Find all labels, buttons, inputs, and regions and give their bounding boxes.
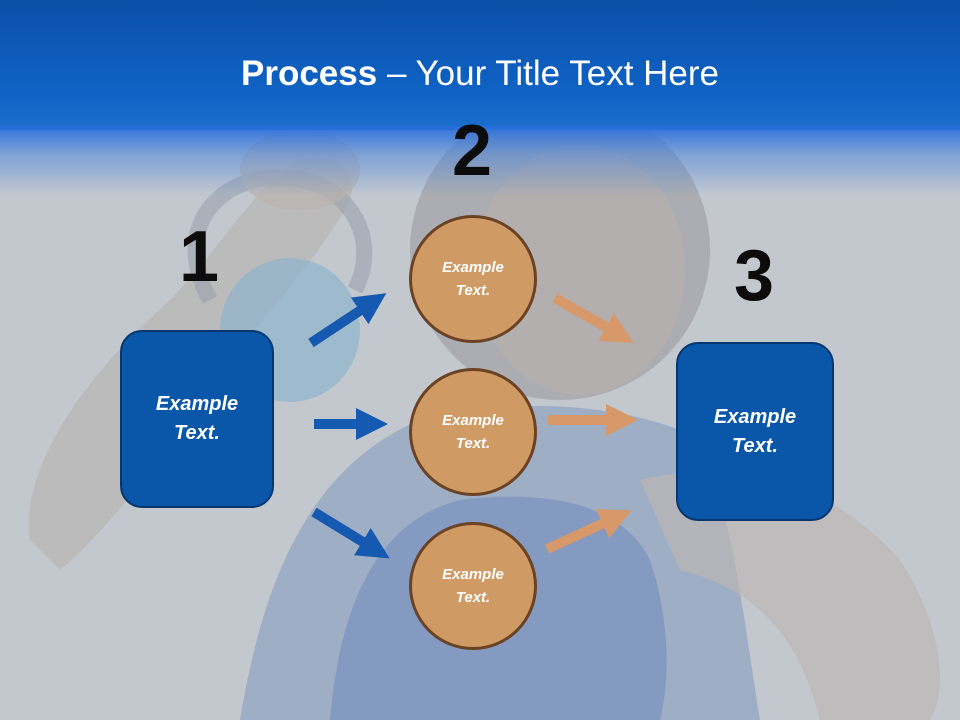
step-2-circle-2-text: Example Text. (442, 412, 504, 452)
arrow-orange-down (552, 293, 634, 343)
title-bar-fade (0, 126, 960, 196)
slide-title: Process – Your Title Text Here (0, 52, 960, 96)
step-number-3: 3 (733, 236, 775, 316)
arrow-blue-up (308, 293, 387, 348)
arrow-blue-down (311, 507, 390, 559)
step-2-circle-1: Example Text. (409, 215, 537, 343)
step-3-text: Example Text. (713, 405, 797, 457)
step-2-circle-2: Example Text. (409, 368, 537, 496)
arrow-orange-up (544, 509, 632, 554)
step-2-circle-1-text: Example Text. (442, 259, 504, 299)
step-1-box: Example Text. (120, 330, 274, 508)
step-2-circle-3-text: Example Text. (442, 566, 504, 606)
step-1-text: Example Text. (155, 393, 239, 444)
step-number-2: 2 (451, 111, 493, 191)
title-bold: Process (241, 54, 378, 93)
step-number-1: 1 (178, 217, 220, 297)
title-rest: – Your Title Text Here (377, 54, 719, 93)
title-bar (0, 0, 960, 130)
step-2-circle-3: Example Text. (409, 522, 537, 650)
step-3-box: Example Text. (676, 342, 834, 521)
